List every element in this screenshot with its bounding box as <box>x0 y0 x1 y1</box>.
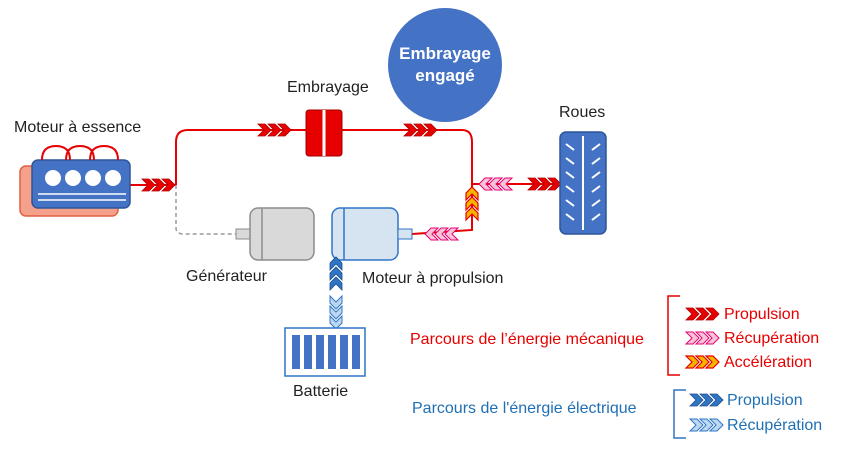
motor-icon <box>331 207 413 261</box>
legend-elec-propulsion: Propulsion <box>727 392 803 409</box>
engine-icon <box>19 144 131 217</box>
battery-label: Batterie <box>293 383 349 400</box>
motor-recovery-chevrons <box>424 227 459 241</box>
generator-icon <box>235 207 315 261</box>
motor-battery-chevrons <box>329 256 343 330</box>
legend-elec-recovery: Récupération <box>727 417 823 434</box>
clutch-engaged-badge: Embrayage engagé <box>388 8 502 122</box>
motor-label: Moteur à propulsion <box>362 270 504 287</box>
mechanical-legend-title: Parcours de l’énergie mécanique <box>410 331 644 348</box>
badge-line-1: Embrayage <box>399 44 491 63</box>
wheels-icon <box>559 131 607 235</box>
electrical-legend-title: Parcours de l'énergie électrique <box>412 400 637 417</box>
legend-pink-chevron-icon <box>685 331 720 345</box>
battery-icon <box>284 327 366 377</box>
clutch-icon <box>305 109 343 157</box>
legend-red-chevron-icon <box>685 307 720 321</box>
electrical-legend-bracket <box>673 389 686 439</box>
badge-line-2: engagé <box>415 66 475 85</box>
engine-label: Moteur à essence <box>14 119 142 136</box>
legend-orange-chevron-icon <box>685 355 720 369</box>
legend-light-blue-chevron-icon <box>689 418 724 432</box>
generator-dashed-link <box>175 185 236 235</box>
legend-mech-acceleration: Accélération <box>724 354 813 371</box>
wheels-label: Roues <box>559 104 606 121</box>
mechanical-legend-bracket <box>667 295 680 376</box>
legend-mech-recovery: Récupération <box>724 330 820 347</box>
legend-mech-propulsion: Propulsion <box>724 306 800 323</box>
generator-label: Générateur <box>186 268 267 285</box>
mechanical-path-top <box>175 129 473 235</box>
legend-blue-chevron-icon <box>689 393 724 407</box>
clutch-label: Embrayage <box>287 79 369 96</box>
